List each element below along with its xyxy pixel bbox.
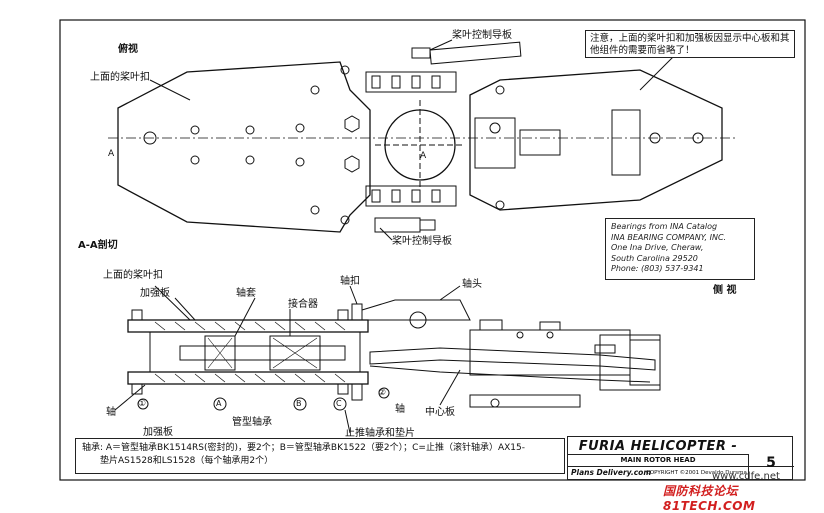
bearing-note: 轴承: A＝管型轴承BK1514RS(密封的)，要2个；B＝管型轴承BK1522… [75, 438, 565, 474]
shaft-right-label: 轴 [395, 404, 405, 415]
bearing-note-line2: 垫片AS1528和LS1528（每个轴承用2个） [100, 456, 274, 466]
bubble-2: ② [378, 388, 387, 398]
drawing-sheet: 俯视 上面的桨叶扣 桨叶控制导板 桨叶控制导板 A A 注意，上面的桨叶扣和加强… [59, 19, 806, 513]
shaft-label: 轴 [106, 407, 116, 418]
thrust-bearing-label: 止推轴承和垫片 [345, 428, 415, 439]
stiffener-bottom-label: 加强板 [143, 427, 173, 438]
section-view-drawing [114, 285, 661, 434]
title-divider [568, 454, 748, 455]
pitch-guide-top-label: 桨叶控制导板 [452, 30, 512, 41]
center-plate-label: 中心板 [425, 407, 455, 418]
stiffener-top-label: 加强板 [140, 288, 170, 299]
bearing-info-line: Phone: (803) 537-9341 [611, 264, 704, 273]
pitch-guide-bottom-label: 桨叶控制导板 [392, 236, 452, 247]
plans-delivery-label: Plans Delivery.com [571, 468, 652, 477]
copyright-label: COPYRIGHT ©2001 Devaldo Dursma [646, 470, 747, 476]
tube-bearing-label: 管型轴承 [232, 417, 272, 428]
note-box: 注意，上面的桨叶扣和加强板因显示中心板和其他组件的需要而省略了！ [585, 30, 795, 58]
bearing-note-line1: 轴承: A＝管型轴承BK1514RS(密封的)，要2个；B＝管型轴承BK1522… [82, 443, 525, 453]
shaft-clamp-label: 轴扣 [340, 276, 360, 287]
drawing-subtitle: MAIN ROTOR HEAD [620, 456, 696, 464]
section-mark-left: A [108, 149, 115, 159]
watermark-site: www.cdfe.net [712, 471, 780, 482]
section-mark-center: A [420, 151, 427, 161]
page-number: 5 [766, 455, 776, 471]
hub-label: 轴头 [462, 279, 482, 290]
title-divider [568, 466, 794, 467]
sleeve-label: 轴套 [236, 288, 256, 299]
coupler-label: 接合器 [288, 299, 318, 310]
bubble-a: A [216, 399, 222, 408]
technical-drawing [59, 19, 806, 481]
title-block: FURIA HELICOPTER - MAIN ROTOR HEAD Plans… [567, 436, 794, 480]
bearing-supplier-box: Bearings from INA Catalog INA BEARING CO… [605, 218, 755, 280]
section-view-title: A-A剖切 [78, 240, 118, 251]
bubble-1: ① [138, 399, 147, 409]
upper-grip-label: 上面的桨叶扣 [90, 72, 150, 83]
sheet-frame [59, 19, 806, 481]
bearing-info-line: One Ina Drive, Cheraw, [611, 243, 704, 252]
drawing-title: FURIA HELICOPTER - [578, 439, 738, 454]
side-view-title: 侧 视 [713, 285, 737, 296]
title-divider [748, 454, 749, 480]
bearing-info-line: South Carolina 29520 [611, 253, 698, 263]
upper-grip-section-label: 上面的桨叶扣 [103, 270, 163, 281]
bearing-info-line: INA BEARING COMPANY, INC. [611, 232, 727, 242]
watermark-forum: 国防科技论坛81TECH.COM [663, 484, 756, 513]
top-view-title: 俯视 [118, 44, 138, 55]
bubble-b: B [296, 399, 302, 408]
bubble-c: C [336, 399, 342, 408]
bearing-info-line: Bearings from INA Catalog [611, 222, 718, 231]
top-view-drawing [108, 39, 735, 241]
